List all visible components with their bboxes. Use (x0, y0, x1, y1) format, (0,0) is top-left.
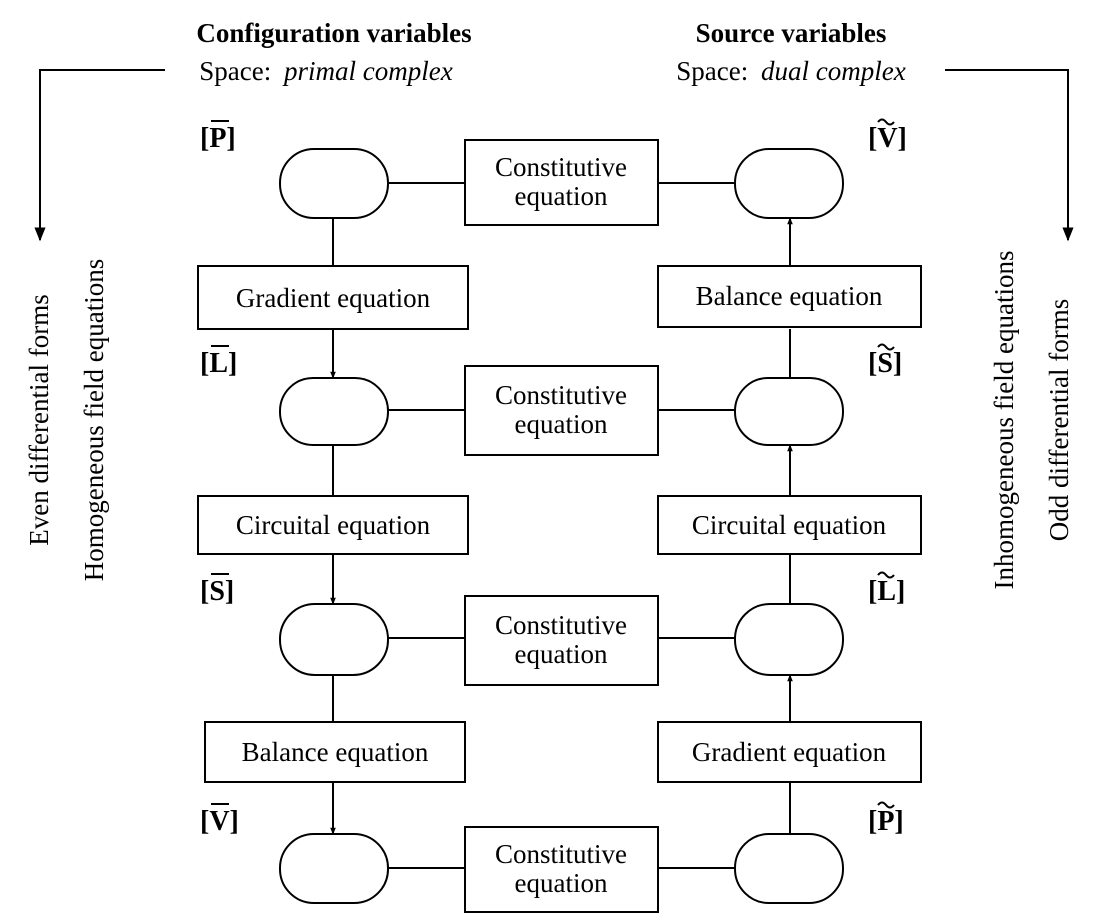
right-node-oval-l (734, 603, 844, 676)
left-gradient-label: Gradient equation (236, 283, 431, 313)
left-circuital-box (197, 495, 469, 555)
inhomogeneous-equations-label: Inhomogeneous field equations (989, 251, 1019, 590)
right-balance-box (657, 265, 922, 328)
left-header-space: Space: primal complex (199, 56, 452, 86)
constitutive-boxes: Constitutive equation Constitutive equat… (464, 139, 659, 913)
left-node-symbol-v: [V] (200, 803, 239, 837)
svg-text:[P]: [P] (200, 123, 236, 154)
constitutive-box-4: Constitutive equation (464, 826, 659, 913)
svg-text:[V]: [V] (200, 806, 239, 837)
constitutive-box-2: Constitutive equation (464, 365, 659, 456)
svg-text:Constitutive: Constitutive (495, 839, 627, 869)
svg-text:[V]: [V] (868, 123, 907, 154)
svg-text:[P]: [P] (868, 806, 904, 837)
right-space-label: Space: (676, 56, 748, 86)
left-gradient-box (197, 265, 469, 330)
svg-text:[S]: [S] (868, 348, 902, 379)
svg-text:equation: equation (515, 181, 608, 211)
left-circuital-label: Circuital equation (236, 510, 431, 540)
right-header-space: Space: dual complex (676, 56, 905, 86)
right-header-title: Source variables (696, 18, 887, 48)
horizontal-connectors (388, 182, 735, 869)
left-header-title: Configuration variables (196, 18, 471, 48)
left-space-label: Space: (199, 56, 271, 86)
svg-text:Constitutive: Constitutive (495, 380, 627, 410)
even-forms-label: Even differential forms (24, 294, 54, 545)
svg-text:equation: equation (515, 409, 608, 439)
constitutive-box-1: Constitutive equation (464, 139, 659, 226)
svg-text:equation: equation (515, 639, 608, 669)
left-node-symbol-l: [L] (200, 345, 237, 379)
svg-text:Constitutive: Constitutive (495, 152, 627, 182)
left-balance-box (204, 721, 466, 783)
odd-forms-label: Odd differential forms (1044, 299, 1074, 541)
left-node-symbol-p: [P] (200, 120, 236, 154)
right-node-oval-s (734, 377, 844, 446)
right-space-value: dual complex (761, 56, 906, 86)
left-node-symbol-s: [S] (200, 573, 234, 607)
right-gradient-label: Gradient equation (692, 737, 887, 767)
right-balance-label: Balance equation (696, 281, 883, 311)
left-node-oval-l (279, 377, 389, 446)
left-node-oval-p (279, 148, 389, 219)
right-node-symbol-s: [S] (868, 343, 902, 379)
constitutive-box-3: Constitutive equation (464, 595, 659, 686)
left-balance-label: Balance equation (242, 737, 429, 767)
right-node-symbol-p: [P] (868, 801, 904, 837)
right-circuital-box (657, 495, 922, 555)
right-circuital-label: Circuital equation (692, 510, 887, 540)
svg-text:equation: equation (515, 868, 608, 898)
left-header-arrow (34, 69, 165, 242)
homogeneous-equations-label: Homogeneous field equations (79, 259, 109, 581)
right-header-arrow (945, 69, 1074, 242)
svg-text:[L]: [L] (200, 348, 237, 379)
left-node-oval-v (279, 833, 389, 904)
right-node-oval-v (734, 148, 844, 219)
right-column: [V] [S] [L] [P] Balance equation Circuit… (657, 118, 922, 904)
svg-text:Constitutive: Constitutive (495, 610, 627, 640)
left-node-oval-s (279, 603, 389, 676)
left-space-value: primal complex (282, 56, 453, 86)
right-node-symbol-v: [V] (868, 118, 907, 154)
right-gradient-box (657, 721, 922, 783)
svg-text:[L]: [L] (868, 576, 905, 607)
left-column: [P] [L] [S] [V] Gradient equation Circui… (197, 120, 469, 904)
right-node-oval-p (734, 833, 844, 904)
svg-text:[S]: [S] (200, 576, 234, 607)
right-node-symbol-l: [L] (868, 571, 905, 607)
